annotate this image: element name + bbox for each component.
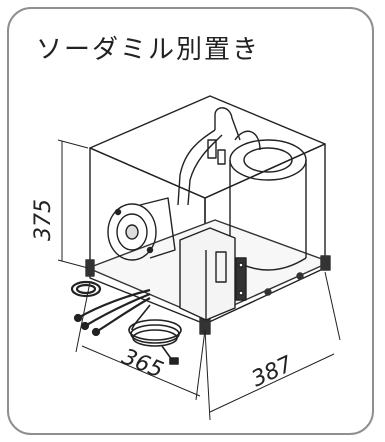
depth-dimension: 387 (248, 352, 297, 392)
card-title: ソーダミル別置き (36, 35, 261, 65)
width-dimension: 365 (118, 345, 166, 384)
pipes (177, 107, 261, 206)
product-card: ソーダミル別置き (7, 7, 374, 435)
pump-motor (107, 197, 176, 261)
height-dimension: 375 (31, 199, 56, 241)
power-cord (128, 304, 182, 365)
control-box (179, 227, 247, 321)
hoses (70, 280, 151, 337)
dimension-lines (57, 139, 341, 421)
